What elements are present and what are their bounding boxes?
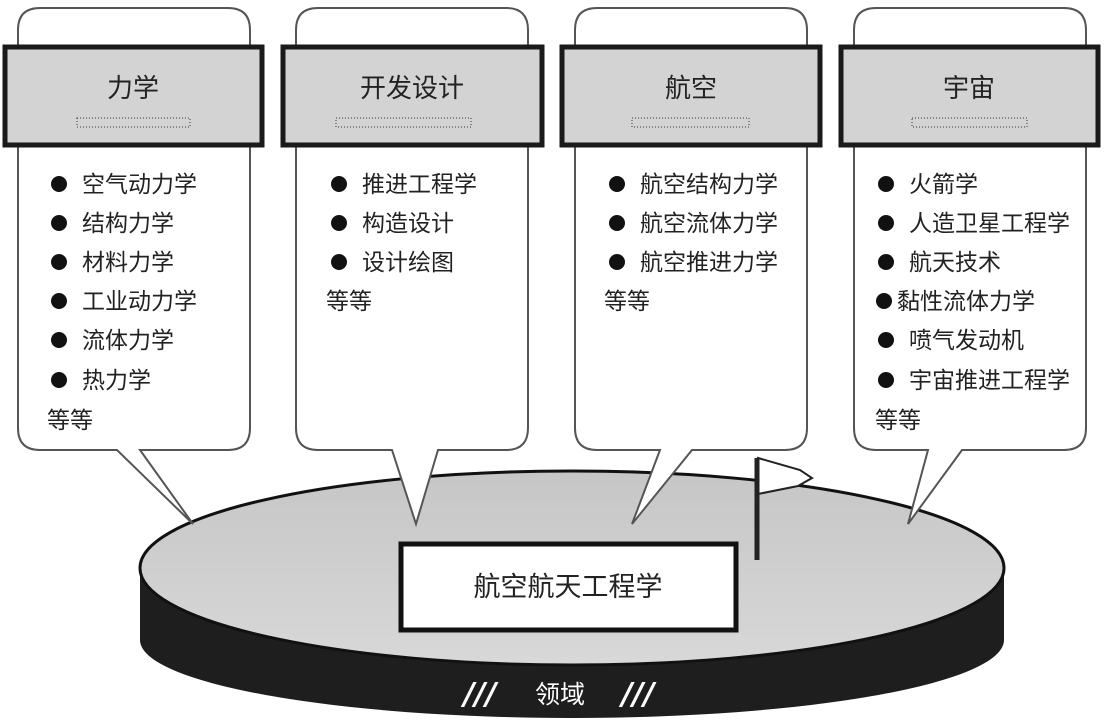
- list-item: 空气动力学: [82, 172, 197, 198]
- list-item: 构造设计: [362, 211, 454, 237]
- bullet-icon: [878, 176, 894, 192]
- bullet-icon: [51, 254, 67, 270]
- bullet-icon: [331, 215, 347, 231]
- list-item: 热力学: [82, 368, 151, 394]
- list-item: 宇宙推进工程学: [909, 368, 1070, 394]
- category-title: 力学: [107, 74, 159, 104]
- category-title: 宇宙: [943, 74, 995, 104]
- list-item: 推进工程学: [362, 172, 477, 198]
- bullet-icon: [331, 254, 347, 270]
- list-item: 工业动力学: [82, 289, 197, 315]
- bullet-icon: [51, 372, 67, 388]
- slash-decoration: ///: [619, 677, 658, 712]
- bullet-icon: [51, 332, 67, 348]
- list-item: 流体力学: [82, 328, 174, 354]
- etc-text: 等等: [326, 289, 372, 315]
- list-item: 黏性流体力学: [897, 289, 1035, 315]
- domain-label: 领域: [535, 680, 585, 709]
- bullet-icon: [878, 254, 894, 270]
- center-title: 航空航天工程学: [474, 572, 663, 603]
- bullet-icon: [878, 332, 894, 348]
- bullet-icon: [609, 215, 625, 231]
- bullet-icon: [51, 215, 67, 231]
- category-mechanics: 力学 空气动力学 结构力学 材料力学 工业动力学 流体力学 热力学 等等: [2, 7, 265, 525]
- list-item: 航空流体力学: [640, 211, 778, 237]
- bullet-icon: [609, 176, 625, 192]
- category-space: 宇宙 火箭学 人造卫星工程学 航天技术 黏性流体力学 喷气发动机 宇宙推进工程学…: [838, 7, 1101, 525]
- bullet-icon: [51, 293, 67, 309]
- category-title: 开发设计: [360, 74, 464, 104]
- category-aviation: 航空 航空结构力学 航空流体力学 航空推进力学 等等: [559, 7, 823, 525]
- list-item: 航空结构力学: [640, 172, 778, 198]
- category-header: [280, 44, 545, 148]
- list-item: 航空推进力学: [640, 250, 778, 276]
- slash-decoration: ///: [461, 677, 500, 712]
- list-item: 设计绘图: [362, 250, 454, 276]
- bullet-icon: [878, 215, 894, 231]
- bullet-icon: [51, 176, 67, 192]
- etc-text: 等等: [875, 408, 921, 434]
- category-design: 开发设计 推进工程学 构造设计 设计绘图 等等: [280, 7, 545, 528]
- bullet-icon: [878, 372, 894, 388]
- list-item: 航天技术: [909, 250, 1001, 276]
- etc-text: 等等: [604, 289, 650, 315]
- list-item: 喷气发动机: [909, 328, 1024, 354]
- barcode-decoration: [911, 117, 1028, 128]
- list-item: 火箭学: [909, 172, 978, 198]
- category-header: [838, 44, 1101, 148]
- etc-text: 等等: [47, 408, 93, 434]
- barcode-decoration: [76, 117, 191, 128]
- flag-icon: [754, 456, 814, 560]
- category-header: [559, 44, 823, 148]
- bullet-icon: [331, 176, 347, 192]
- center-box: 航空航天工程学: [398, 541, 739, 633]
- list-item: 材料力学: [82, 250, 174, 276]
- list-item: 结构力学: [82, 211, 174, 237]
- bullet-icon: [876, 293, 892, 309]
- list-item: 人造卫星工程学: [909, 211, 1070, 237]
- category-header: [2, 44, 265, 148]
- category-title: 航空: [665, 74, 717, 104]
- bullet-icon: [609, 254, 625, 270]
